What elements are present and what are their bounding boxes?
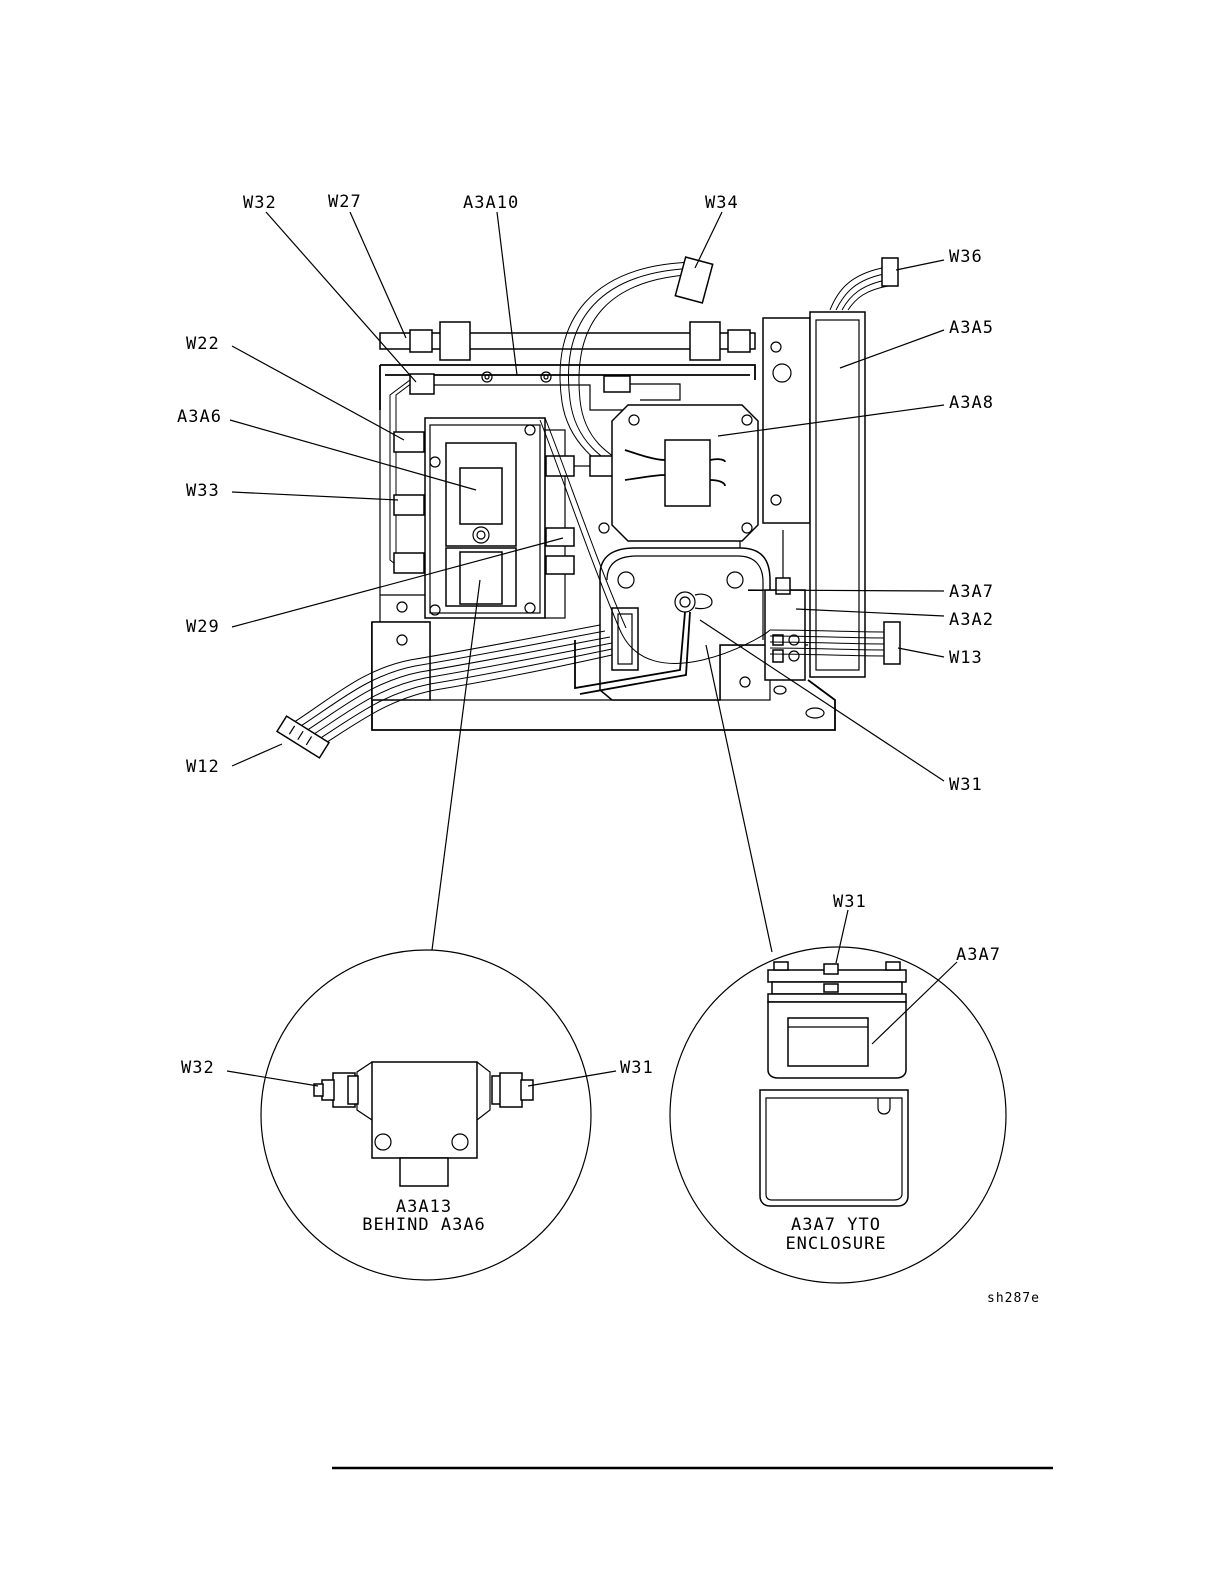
label-w22: W22 xyxy=(186,334,220,354)
detail-right-caption-line2: ENCLOSURE xyxy=(785,1234,886,1254)
detail-right-label-w31: W31 xyxy=(833,892,867,912)
detail-a3a7-enclosure: W31 A3A7 A3A7 YTO ENCLOSURE xyxy=(670,892,1006,1283)
label-a3a6: A3A6 xyxy=(177,407,222,427)
figure-id: sh287e xyxy=(987,1291,1040,1306)
label-w12: W12 xyxy=(186,757,220,777)
detail-left-caption-line1: A3A13 xyxy=(396,1197,452,1217)
label-w31: W31 xyxy=(949,775,983,795)
label-w13: W13 xyxy=(949,648,983,668)
main-assembly xyxy=(277,257,900,758)
label-w36: W36 xyxy=(949,247,983,267)
detail-left-caption-line2: BEHIND A3A6 xyxy=(362,1215,486,1235)
label-a3a2: A3A2 xyxy=(949,610,994,630)
label-a3a7: A3A7 xyxy=(949,582,994,602)
detail-a3a13: W32 W31 A3A13 BEHIND A3A6 xyxy=(181,950,654,1280)
label-w34: W34 xyxy=(705,193,739,213)
label-a3a5: A3A5 xyxy=(949,318,994,338)
label-w27: W27 xyxy=(328,192,362,212)
detail-right-label-a3a7: A3A7 xyxy=(956,945,1001,965)
callout-labels: W32 W27 A3A10 W34 W36 A3A5 W22 A3A8 A3A6… xyxy=(177,192,994,795)
detail-right-caption-line1: A3A7 YTO xyxy=(791,1215,881,1235)
label-w32: W32 xyxy=(243,193,277,213)
detail-left-label-w32: W32 xyxy=(181,1058,215,1078)
label-a3a10: A3A10 xyxy=(463,193,519,213)
label-w33: W33 xyxy=(186,481,220,501)
detail-left-label-w31: W31 xyxy=(620,1058,654,1078)
label-w29: W29 xyxy=(186,617,220,637)
label-a3a8: A3A8 xyxy=(949,393,994,413)
